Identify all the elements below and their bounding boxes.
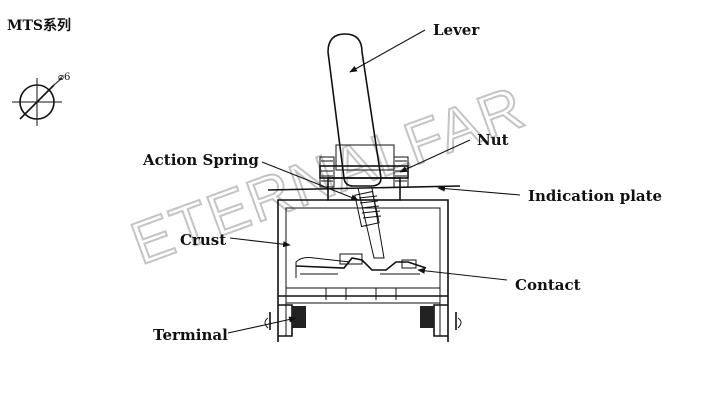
contact — [295, 253, 427, 300]
label-contact: Contact — [417, 267, 581, 294]
label-indication-plate: Indication plate — [437, 185, 662, 205]
label-terminal-text: Terminal — [153, 326, 228, 344]
diameter-label: ⌀6 — [58, 72, 70, 83]
terminal-right — [420, 304, 462, 337]
label-action-spring: Action Spring — [142, 151, 359, 201]
label-indication-plate-text: Indication plate — [528, 187, 662, 205]
indication-plate — [267, 185, 461, 191]
diagram-title: MTS系列 — [7, 17, 71, 34]
label-nut-text: Nut — [477, 131, 509, 149]
label-crust: Crust — [180, 231, 291, 249]
action-spring — [354, 190, 382, 228]
label-crust-text: Crust — [180, 231, 226, 249]
switch-drawing — [264, 33, 462, 342]
label-contact-text: Contact — [515, 276, 581, 294]
label-action-spring-text: Action Spring — [142, 151, 259, 169]
label-terminal: Terminal — [153, 316, 297, 344]
label-lever: Lever — [349, 21, 480, 73]
diameter-symbol: ⌀6 — [12, 72, 70, 126]
label-lever-text: Lever — [433, 21, 480, 39]
label-nut: Nut — [399, 131, 509, 173]
